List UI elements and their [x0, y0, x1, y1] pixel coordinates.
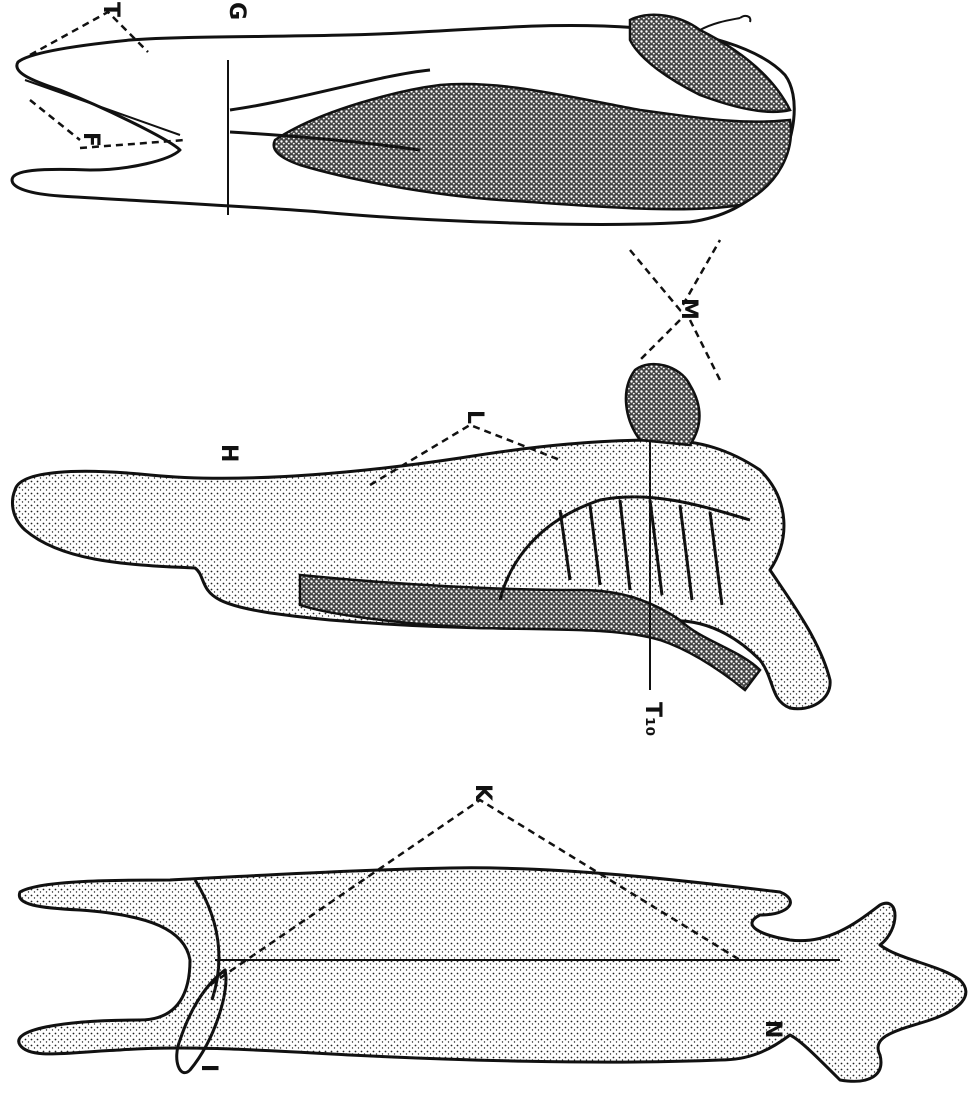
label-m: M — [676, 298, 701, 320]
label-t-top: T — [98, 2, 123, 17]
bottom-carcass-outline — [19, 868, 966, 1081]
label-k: K — [470, 784, 495, 802]
top-tail-curl — [700, 16, 750, 30]
top-viscera-mass — [274, 84, 791, 209]
leader-f — [30, 100, 185, 148]
label-n: N — [760, 1020, 785, 1038]
bottom-carcass-view: K I N — [19, 784, 966, 1081]
top-carcass-view: T G F — [12, 2, 794, 224]
leader-m — [630, 240, 720, 380]
middle-carcass-outline — [12, 440, 830, 709]
label-l: L — [462, 410, 487, 424]
middle-carcass-view: H L T₁₀ — [12, 364, 830, 736]
label-f: F — [78, 132, 103, 147]
top-head-region — [630, 15, 790, 112]
label-t10: T₁₀ — [640, 702, 665, 736]
label-i: I — [196, 1064, 221, 1072]
middle-tail — [626, 364, 700, 445]
line-f-cut — [25, 80, 180, 135]
m-leaders: M — [630, 240, 720, 380]
label-g: G — [224, 2, 249, 20]
label-h: H — [216, 444, 241, 462]
leader-t — [30, 12, 148, 55]
